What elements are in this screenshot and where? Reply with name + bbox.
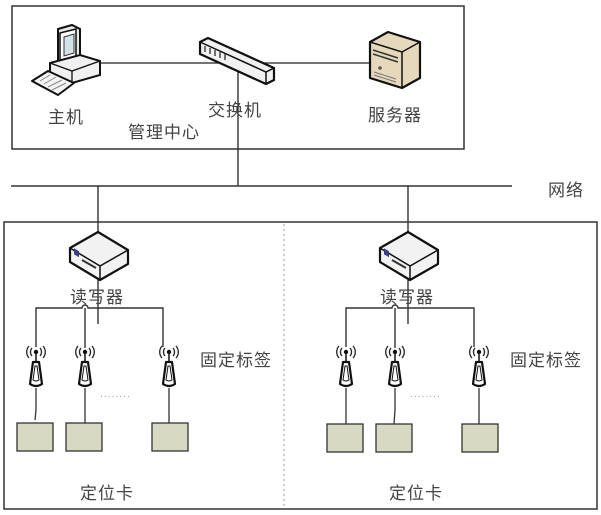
zone1-locator-card-label: 定位卡 xyxy=(80,484,134,504)
reader-bus xyxy=(345,304,475,347)
locator-card xyxy=(375,423,413,453)
management-center-title: 管理中心 xyxy=(128,123,200,143)
fixed-tag-antenna-icon xyxy=(468,344,490,388)
fixed-tag-antenna-icon xyxy=(384,344,406,388)
server-label: 服务器 xyxy=(368,106,422,126)
zone1-reader-label: 读写器 xyxy=(70,288,124,308)
switch-icon xyxy=(198,36,276,86)
reader-icon xyxy=(378,230,440,282)
reader-bus xyxy=(35,304,164,347)
host-computer-icon xyxy=(31,23,101,96)
zone2-locator-card-label: 定位卡 xyxy=(389,484,443,504)
zone2-ellipsis: ........ xyxy=(410,390,441,400)
zones-box xyxy=(3,221,598,510)
network-label: 网络 xyxy=(548,181,584,201)
zone-1 xyxy=(16,230,189,452)
reader-icon xyxy=(68,230,130,282)
locator-card xyxy=(326,423,364,453)
locator-card xyxy=(461,423,499,453)
fixed-tag-antenna-icon xyxy=(335,344,357,388)
zone2-fixed-tag-label: 固定标签 xyxy=(510,351,582,371)
host-label: 主机 xyxy=(48,108,84,128)
fixed-tag-antenna-icon xyxy=(25,344,47,388)
server-icon xyxy=(368,30,422,90)
zone1-ellipsis: ........ xyxy=(100,390,131,400)
fixed-tag-antenna-icon xyxy=(74,344,96,388)
zone2-reader-label: 读写器 xyxy=(380,288,434,308)
zone-2 xyxy=(326,230,499,453)
locator-card xyxy=(151,422,189,452)
fixed-tag-antenna-icon xyxy=(158,344,180,388)
locator-card xyxy=(65,422,103,452)
switch-label: 交换机 xyxy=(208,101,262,121)
zone1-fixed-tag-label: 固定标签 xyxy=(200,351,272,371)
locator-card xyxy=(16,422,54,452)
